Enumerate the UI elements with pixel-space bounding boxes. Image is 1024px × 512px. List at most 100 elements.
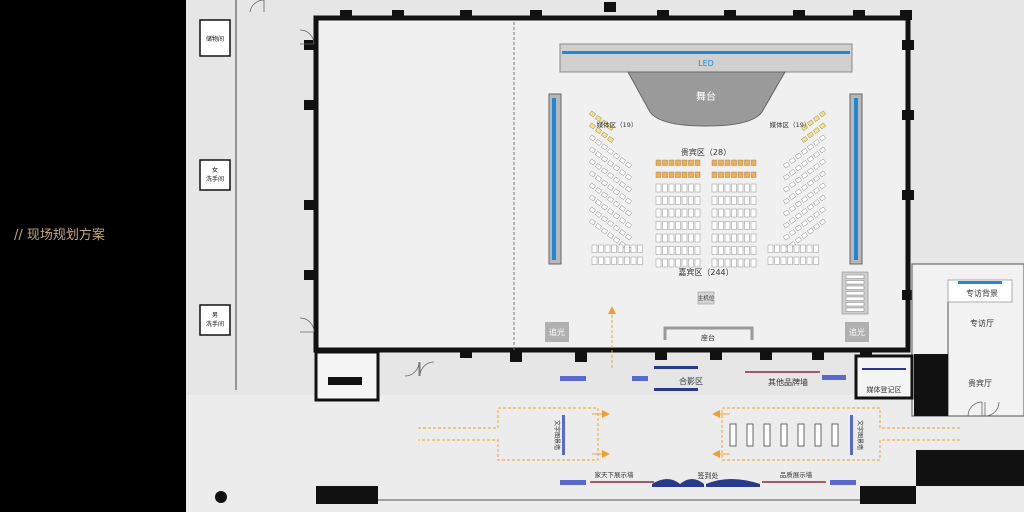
- bottom-wall-block: [316, 486, 378, 504]
- wall-pillar: [510, 352, 522, 362]
- vip-seat: [711, 171, 718, 178]
- guest-seat: [694, 258, 701, 268]
- media-seat: [619, 169, 626, 176]
- vip-seat: [711, 159, 718, 166]
- wall-pillar: [793, 10, 805, 20]
- media-seat: [813, 187, 820, 194]
- guest-seat: [711, 246, 718, 255]
- vip-seat: [724, 159, 731, 166]
- media-seat: [795, 212, 802, 220]
- guest-seat: [787, 244, 793, 253]
- guest-seat: [617, 256, 624, 265]
- guest-seat: [694, 246, 701, 255]
- media-seat: [601, 179, 608, 187]
- media-seat: [813, 127, 820, 134]
- media-seat: [619, 217, 626, 224]
- guest-seat: [675, 246, 681, 255]
- media-seat: [819, 206, 826, 214]
- vip-seating: [655, 159, 757, 178]
- vip-seat: [675, 171, 681, 178]
- guest-seat: [681, 183, 688, 193]
- guest-seat: [750, 183, 757, 193]
- vip-zone-label: 贵宾区（28）: [681, 147, 731, 157]
- led-label: LED: [698, 59, 714, 68]
- media-seat: [613, 200, 620, 208]
- vip-seat: [681, 159, 688, 166]
- media-seat: [807, 203, 814, 211]
- media-seat: [813, 163, 820, 170]
- guest-seat: [688, 183, 694, 193]
- led-strip: [562, 51, 850, 54]
- guest-seat: [731, 221, 737, 230]
- media-left-label: 媒体区（19）: [597, 120, 638, 129]
- guest-seat: [744, 183, 750, 193]
- right-screen-strip: [854, 98, 858, 260]
- media-seat: [595, 175, 602, 182]
- guest-seat: [611, 244, 617, 253]
- media-seat: [607, 160, 614, 167]
- guest-seat: [718, 196, 724, 205]
- guest-seat: [662, 183, 668, 193]
- media-seat: [819, 182, 826, 190]
- door-arc: [299, 317, 315, 333]
- media-seat: [789, 181, 796, 188]
- guest-seat: [767, 244, 774, 253]
- guest-seat: [750, 208, 757, 218]
- guest-seat: [744, 221, 750, 230]
- guest-seat: [711, 258, 718, 268]
- media-seat: [589, 110, 596, 118]
- media-seat: [801, 184, 808, 191]
- guest-seat: [793, 244, 800, 253]
- media-seat: [619, 205, 626, 212]
- media-seat: [783, 233, 790, 241]
- media-seat: [625, 161, 632, 169]
- wall-pillar: [900, 10, 912, 20]
- queue-barrier: [797, 423, 805, 447]
- wall-pillar: [392, 10, 404, 20]
- guest-seat: [675, 258, 681, 268]
- media-seat: [789, 229, 796, 236]
- guest-seat: [598, 256, 604, 265]
- media-seat: [613, 212, 620, 220]
- media-seat: [801, 220, 808, 227]
- queue-barrier: [814, 423, 822, 447]
- text-screen-left: [562, 415, 565, 455]
- female-restroom-label-1: 女: [212, 166, 218, 174]
- media-seat: [783, 197, 790, 205]
- media-seat: [813, 175, 820, 182]
- brand-wall-stripes-right: [822, 375, 846, 380]
- follow-light-right-label: 追光: [849, 327, 865, 337]
- guest-seat: [750, 196, 757, 205]
- media-seat: [607, 208, 614, 215]
- guest-seat: [724, 196, 731, 205]
- wall-pillar: [575, 352, 587, 362]
- media-seat: [589, 122, 596, 130]
- interview-hall-label: 专访厅: [970, 318, 994, 328]
- guest-seat: [681, 233, 688, 243]
- media-seat: [589, 218, 596, 226]
- media-seat: [807, 155, 814, 163]
- guest-seat: [591, 244, 598, 253]
- guest-seat: [681, 208, 688, 218]
- guest-seat: [774, 256, 780, 265]
- vip-seat: [668, 171, 675, 178]
- guest-seat: [737, 183, 744, 193]
- media-seat: [795, 152, 802, 160]
- control-desk-row: [845, 302, 865, 307]
- media-seat: [607, 136, 614, 143]
- media-seat: [595, 211, 602, 218]
- vip-seat: [724, 171, 731, 178]
- photo-zone-label: 合影区: [679, 376, 703, 386]
- interview-backdrop-strip: [958, 281, 1002, 284]
- male-restroom-room: [199, 304, 231, 336]
- vip-seat: [694, 159, 701, 166]
- checkin-desk-right: [706, 479, 760, 487]
- door-arc: [984, 401, 1000, 417]
- photo-wall-bottom: [654, 388, 698, 391]
- guest-seat: [806, 256, 813, 265]
- wall-pillar: [655, 350, 667, 360]
- guest-seat: [718, 221, 724, 230]
- wall-pillar: [724, 10, 736, 20]
- media-seat: [589, 134, 596, 142]
